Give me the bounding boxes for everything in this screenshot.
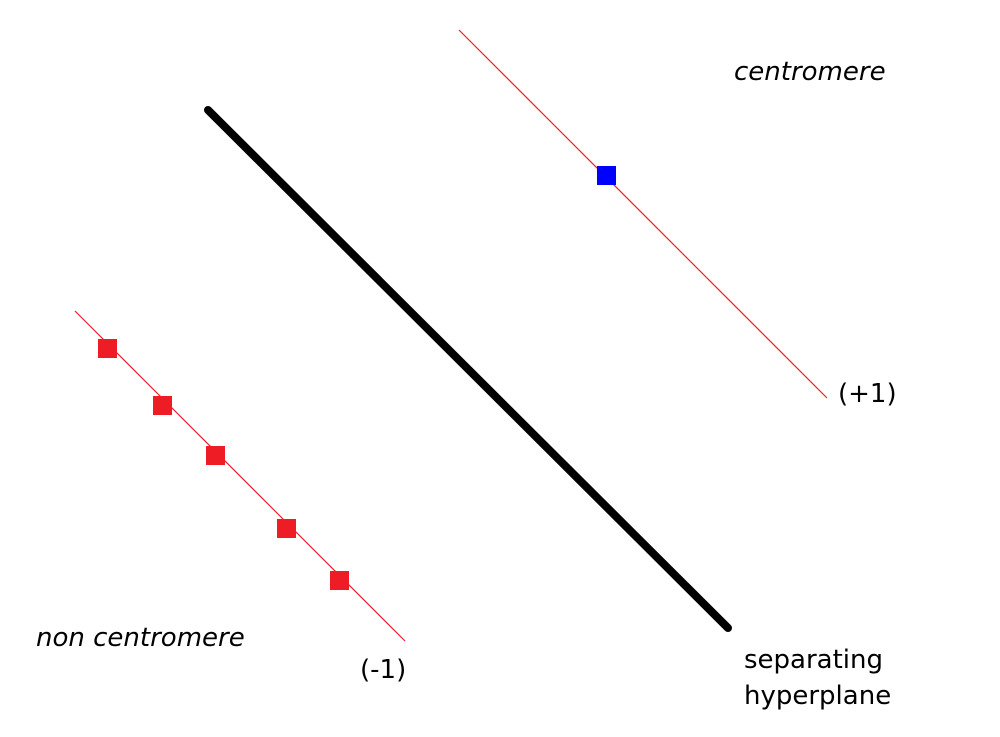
positive-margin-line	[458, 29, 828, 399]
negative-support-vector	[206, 446, 225, 465]
positive-support-vector	[597, 166, 616, 185]
negative-support-vector	[330, 571, 349, 590]
negative-support-vector	[277, 519, 296, 538]
negative-support-vector	[98, 339, 117, 358]
negative-class-label: non centromere	[36, 623, 245, 653]
hyperplane-label-line2: hyperplane	[744, 681, 892, 711]
separating-hyperplane-line	[204, 106, 732, 632]
positive-margin-label: (+1)	[838, 379, 897, 409]
positive-class-label: centromere	[734, 57, 886, 87]
hyperplane-label: separating hyperplane	[744, 642, 891, 714]
negative-margin-label: (-1)	[360, 655, 407, 685]
negative-margin-line	[74, 310, 406, 642]
hyperplane-label-line1: separating	[744, 645, 884, 675]
negative-support-vector	[153, 396, 172, 415]
